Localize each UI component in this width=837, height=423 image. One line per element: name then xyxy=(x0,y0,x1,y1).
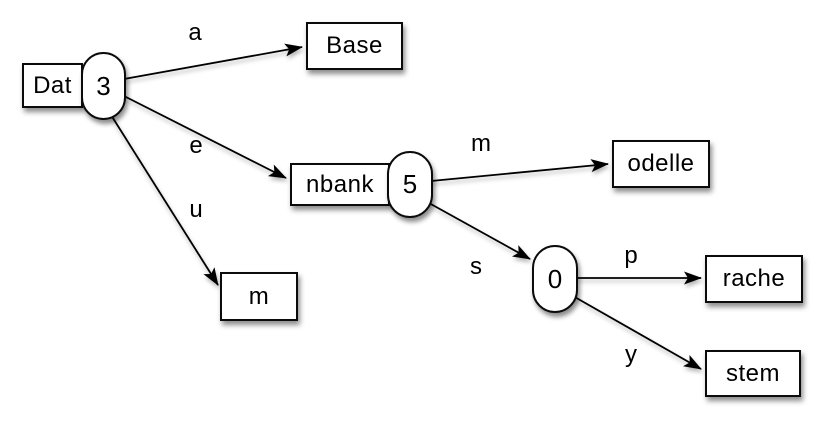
edge-label-u: u xyxy=(189,196,203,223)
edge-m-arrow xyxy=(430,159,609,182)
edge-label-p: p xyxy=(624,242,638,269)
node-prefix-dat: Dat xyxy=(22,63,83,108)
node-rache: rache xyxy=(705,255,803,303)
node-count-0: 0 xyxy=(532,245,578,313)
edge-u-arrow xyxy=(110,114,219,286)
node-base: Base xyxy=(306,22,403,70)
edge-label-s: s xyxy=(470,253,482,280)
node-odelle: odelle xyxy=(612,140,710,188)
node-count-3: 3 xyxy=(81,52,126,120)
node-nbank: nbank xyxy=(290,163,390,206)
edge-a-arrow xyxy=(123,43,303,80)
edge-e-arrow xyxy=(123,95,287,179)
edge-label-e: e xyxy=(189,132,203,159)
edge-label-m: m xyxy=(471,130,491,157)
edge-label-a: a xyxy=(188,19,202,46)
edge-s-arrow xyxy=(428,202,531,260)
edge-y-arrow xyxy=(572,295,702,370)
node-m: m xyxy=(220,272,298,321)
edge-label-y: y xyxy=(625,341,637,368)
node-stem: stem xyxy=(705,350,801,397)
node-count-5: 5 xyxy=(387,151,433,218)
